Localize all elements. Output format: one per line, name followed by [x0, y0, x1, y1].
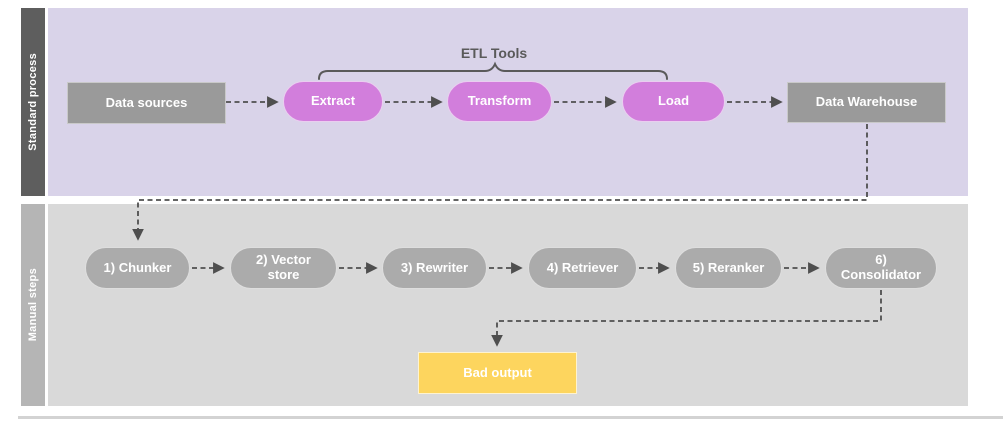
node-transform-label: Transform	[467, 93, 532, 109]
node-retriever: 4) Retriever	[528, 247, 637, 289]
lane-bar-manual-steps: Manual steps	[21, 204, 45, 406]
node-data-warehouse-label: Data Warehouse	[815, 94, 918, 110]
node-reranker-label: 5) Reranker	[692, 259, 765, 275]
node-rewriter-label: 3) Rewriter	[400, 259, 469, 275]
node-reranker: 5) Reranker	[675, 247, 782, 289]
node-data-warehouse: Data Warehouse	[787, 82, 946, 123]
node-chunker: 1) Chunker	[85, 247, 190, 289]
etl-tools-label: ETL Tools	[460, 45, 528, 61]
node-data-sources: Data sources	[67, 82, 226, 124]
node-vector-store-label: 2) Vector store	[256, 252, 311, 282]
node-data-sources-label: Data sources	[105, 94, 188, 110]
node-bad-output: Bad output	[418, 352, 577, 394]
node-chunker-label: 1) Chunker	[103, 259, 172, 275]
node-transform: Transform	[447, 81, 552, 122]
node-retriever-label: 4) Retriever	[546, 259, 619, 275]
lane-label-manual-steps: Manual steps	[27, 268, 39, 342]
node-rewriter: 3) Rewriter	[382, 247, 487, 289]
node-consolidator-label: 6) Consolidator	[840, 252, 922, 282]
lane-bar-standard-process: Standard process	[21, 8, 45, 196]
node-extract-label: Extract	[310, 93, 356, 109]
node-extract: Extract	[283, 81, 383, 122]
node-vector-store: 2) Vector store	[230, 247, 337, 289]
lane-label-standard-process: Standard process	[27, 53, 39, 151]
node-load-label: Load	[657, 93, 690, 109]
node-consolidator: 6) Consolidator	[825, 247, 937, 289]
node-bad-output-label: Bad output	[463, 364, 532, 380]
bottom-divider	[18, 416, 1003, 419]
node-load: Load	[622, 81, 725, 122]
